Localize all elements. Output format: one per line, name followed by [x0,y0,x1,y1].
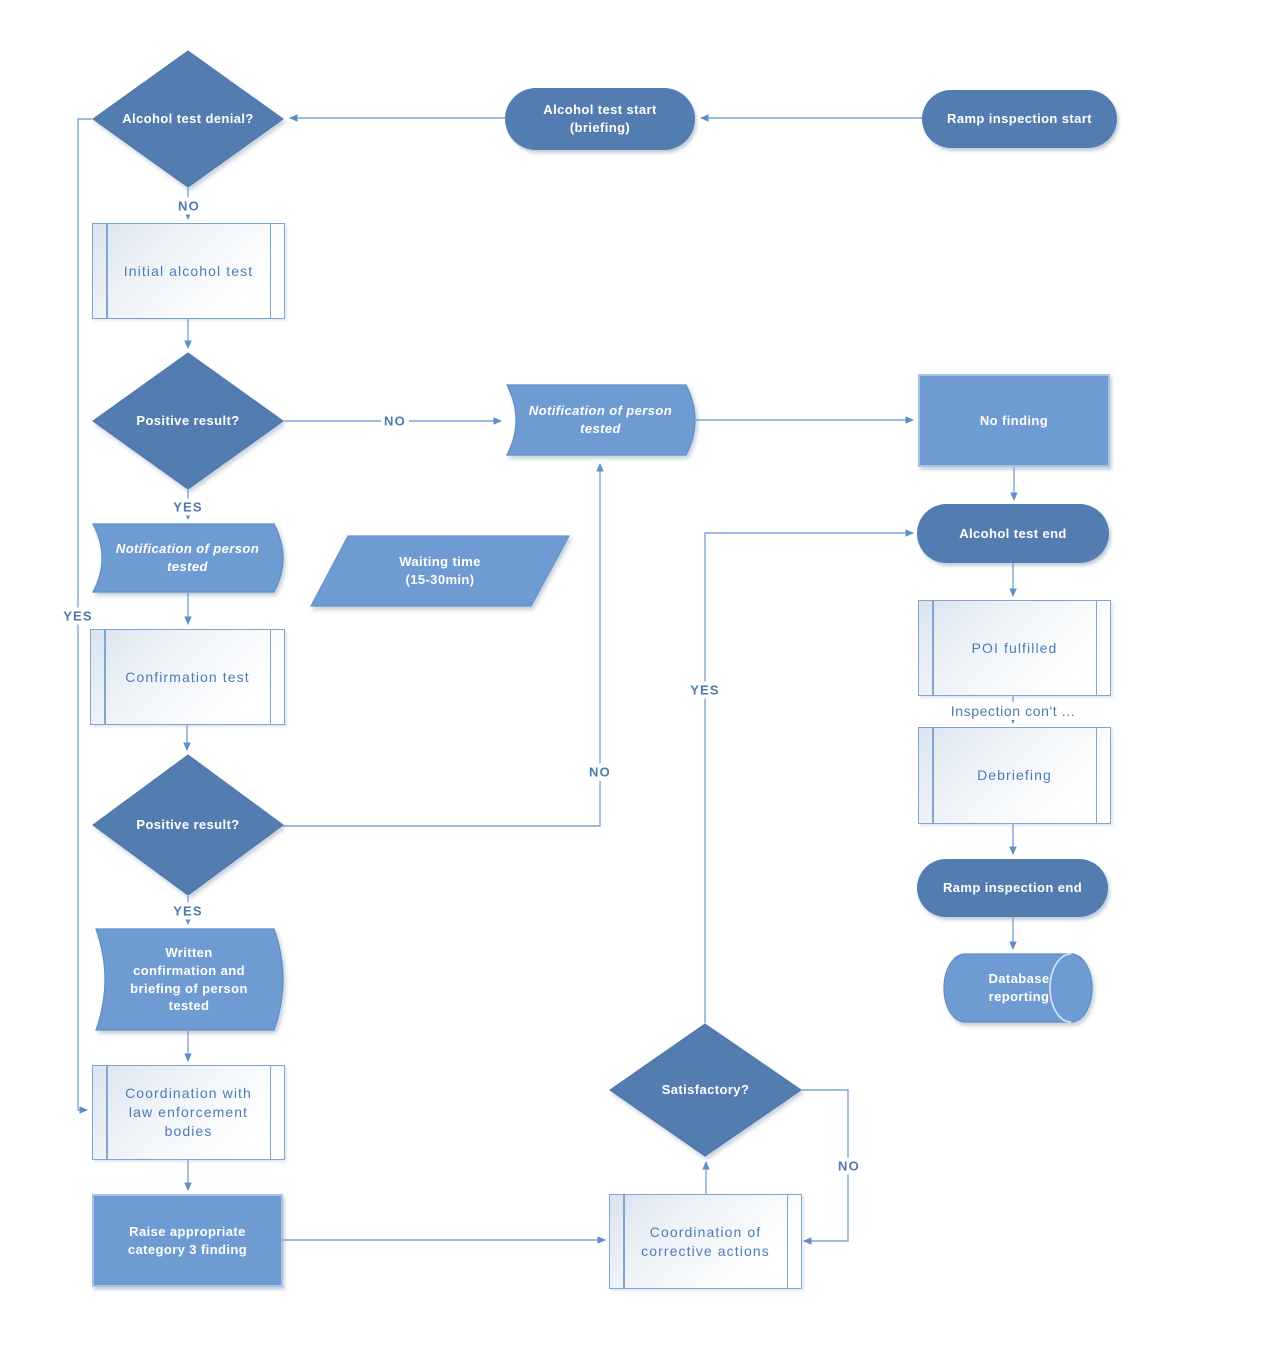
prebox-bar [932,601,934,695]
terminator-alcohol-test-start: Alcohol test start (briefing) [505,88,695,150]
prebox-bar [269,1066,271,1159]
process-raise-category3-finding: Raise appropriate category 3 finding [92,1194,283,1287]
stored-data-shape [506,384,696,456]
cylinder-cap-line [1049,953,1072,1023]
node-label: POI fulfilled [971,639,1058,656]
node-label: Confirmation test [125,668,250,685]
terminator-ramp-inspection-start: Ramp inspection start [922,90,1117,148]
diamond-polygon [92,754,284,896]
node-label: Ramp inspection start [947,111,1092,127]
terminator-ramp-inspection-end: Ramp inspection end [917,859,1108,917]
database-reporting-cylinder: Database reporting [943,953,1093,1023]
prebox-bar [269,630,271,724]
process-coordination-corrective-actions: Coordination of corrective actions [609,1194,802,1289]
prebox-bar [106,224,108,318]
stored-data-path [506,384,696,456]
connector-positive2-no-to-notification [283,463,604,827]
node-label: Written confirmation and briefing of per… [130,945,248,1014]
decision-positive-result-1: Positive result? [92,352,284,490]
stored-data-path [92,523,284,593]
node-label: Ramp inspection end [942,880,1083,896]
prebox-bar [623,1195,625,1288]
node-label: Notification of person tested [115,541,260,574]
prebox-bar [1095,728,1097,823]
diamond-shape [92,352,284,490]
prebox-bar [104,630,106,724]
process-debriefing: Debriefing [918,727,1111,824]
node-label: Positive result? [136,413,240,429]
prebox-bar [786,1195,788,1288]
node-label: Database reporting [988,971,1050,1004]
node-label: Coordination of corrective actions [641,1223,770,1259]
prebox-bar [269,224,271,318]
edge-label-inspection-cont: Inspection con't ... [947,702,1079,720]
edge-label-denial-no: NO [175,197,203,215]
prebox-bar [106,1066,108,1159]
node-label: Initial alcohol test [123,262,254,279]
prebox-bar [932,728,934,823]
edge-label-satisfactory-no: NO [835,1157,863,1175]
process-poi-fulfilled: POI fulfilled [918,600,1111,696]
process-initial-alcohol-test: Initial alcohol test [92,223,285,319]
diamond-polygon [92,352,284,490]
diamond-polygon [609,1023,802,1157]
decision-positive-result-2: Positive result? [92,754,284,896]
parallelogram-shape [310,535,571,607]
node-label: Alcohol test end [959,525,1067,541]
stored-data-notification-of-person-tested: Notification of person tested [92,523,284,593]
stored-data-written-confirmation: Written confirmation and briefing of per… [95,928,284,1031]
connector-satisfactory-yes-to-testend [704,529,914,1023]
diamond-polygon [92,50,284,188]
prebox-bar [1095,601,1097,695]
node-label: Waiting time (15-30min) [399,554,481,587]
stored-data-shape [95,928,284,1031]
process-no-finding: No finding [918,374,1110,467]
cylinder-shape [943,953,1093,1023]
node-label: No finding [979,412,1049,428]
node-label: Positive result? [136,817,240,833]
stored-data-shape [92,523,284,593]
edge-label-positive2-yes: YES [170,902,206,920]
node-label: Satisfactory? [661,1082,750,1098]
parallelogram-polygon [310,535,571,607]
node-label: Debriefing [977,767,1052,784]
process-confirmation-test: Confirmation test [90,629,285,725]
node-label: Notification of person tested [528,403,673,436]
process-coordination-law-enforcement: Coordination with law enforcement bodies [92,1065,285,1160]
diamond-shape [92,754,284,896]
edge-label-positive1-yes: YES [170,498,206,516]
node-label: Alcohol test denial? [122,111,254,127]
node-label: Alcohol test start (briefing) [543,102,657,135]
diamond-shape [92,50,284,188]
diamond-shape [609,1023,802,1157]
decision-alcohol-test-denial: Alcohol test denial? [92,50,284,188]
node-label: Coordination with law enforcement bodies [125,1085,252,1139]
stored-data-path [95,928,284,1031]
edge-label-denial-yes: YES [60,607,96,625]
data-waiting-time: Waiting time (15-30min) [310,535,571,607]
stored-data-notification-of-person-tested: Notification of person tested [506,384,696,456]
edge-label-positive2-no: NO [586,763,614,781]
terminator-alcohol-test-end: Alcohol test end [917,504,1109,563]
edge-label-positive1-no: NO [381,412,409,430]
edge-label-satisfactory-yes: YES [687,681,723,699]
node-label: Raise appropriate category 3 finding [127,1223,248,1257]
decision-satisfactory: Satisfactory? [609,1023,802,1157]
